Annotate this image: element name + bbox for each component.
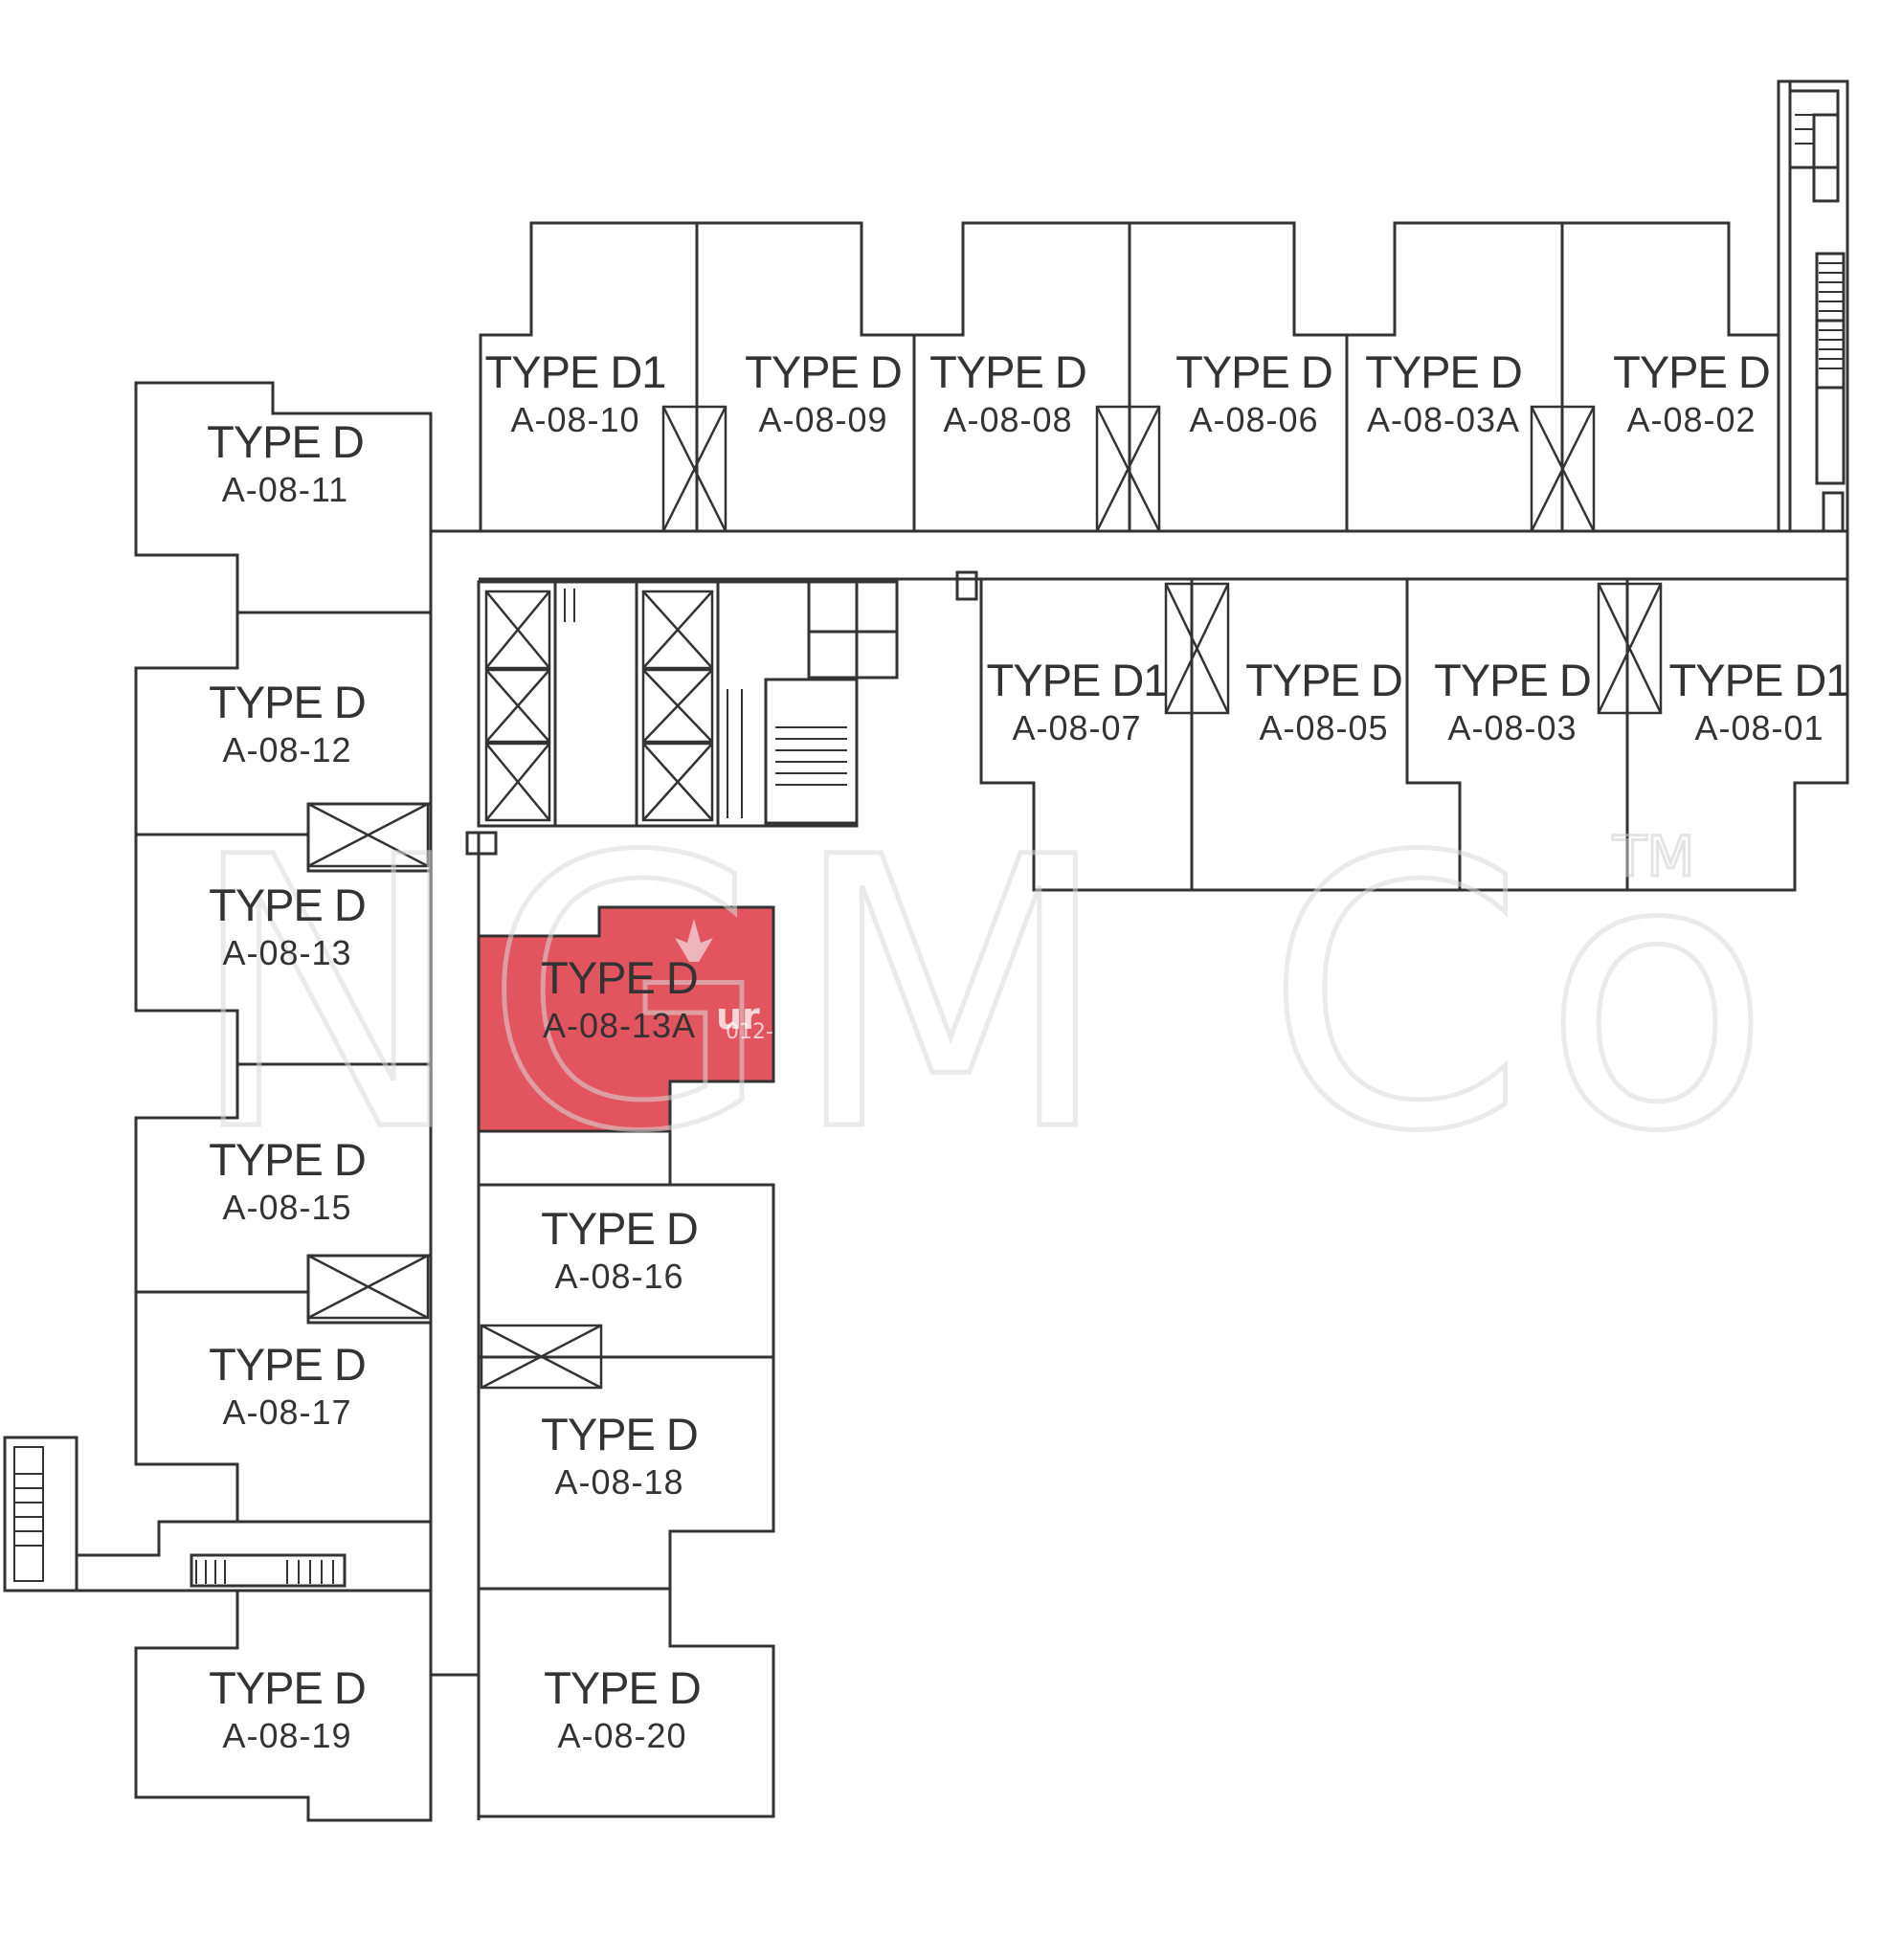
unit-label-a0813: TYPE DA-08-13 [209,880,367,972]
shaft-box [1597,582,1663,715]
unit-type: TYPE D [209,880,366,930]
shaft-box [306,1254,430,1320]
unit-label-a0810: TYPE D1A-08-10 [485,346,667,439]
unit-code: A-08-06 [1189,400,1318,439]
shaft-box [1164,582,1230,715]
watermark: NGM Co TM [185,776,1788,1215]
stair-tower [1777,79,1849,533]
unit-label-a0805: TYPE DA-08-05 [1245,655,1403,747]
unit-type: TYPE D [541,1409,698,1459]
unit-type: TYPE D [541,1203,698,1254]
unit-code: A-08-20 [557,1716,686,1755]
shaft-box [484,590,551,670]
watermark-text: NGM Co [187,778,1788,1213]
shaft-box [1095,405,1161,533]
unit-type: TYPE D1 [987,655,1168,705]
unit-type: TYPE D [209,1662,366,1713]
unit-label-a0815: TYPE DA-08-15 [209,1134,367,1227]
unit-code: A-08-02 [1626,400,1756,439]
unit-code: A-08-16 [554,1257,683,1296]
logo-text: ur [716,995,760,1037]
shaft-box [641,590,714,670]
unit-code: A-08-10 [510,400,639,439]
unit-type: TYPE D [1245,655,1402,705]
shaft-box [484,668,551,744]
unit-label-a0820: TYPE DA-08-20 [544,1662,702,1755]
unit-type: TYPE D [1175,346,1332,397]
unit-outline [1625,577,1849,892]
unit-type: TYPE D [209,1134,366,1185]
unit-type: TYPE D [209,1339,366,1390]
unit-outline [477,1587,775,1818]
unit-type: TYPE D [1613,346,1770,397]
unit-label-a0812: TYPE DA-08-12 [209,677,367,769]
unit-type: TYPE D [544,1662,701,1713]
shaft-box [484,742,551,822]
unit-label-a0806: TYPE DA-08-06 [1175,346,1333,439]
unit-label-a0809: TYPE DA-08-09 [745,346,903,439]
unit-type: TYPE D1 [1669,655,1850,705]
unit-label-a0802: TYPE DA-08-02 [1613,346,1771,439]
unit-code: A-08-08 [943,400,1072,439]
stair-tower [3,1436,78,1592]
unit-code: A-08-18 [554,1462,683,1502]
unit-code: A-08-19 [222,1716,351,1755]
unit-code: A-08-17 [222,1392,351,1432]
highlighted-unit[interactable] [477,905,775,1133]
unit-label-a0817: TYPE DA-08-17 [209,1339,367,1432]
unit-label-a0807: TYPE D1A-08-07 [987,655,1169,747]
unit-code: A-08-12 [222,730,351,769]
unit-code: A-08-07 [1012,708,1141,747]
unit-code: A-08-13A [543,1006,696,1045]
unit-code: A-08-03 [1447,708,1577,747]
unit-type: TYPE D [1365,346,1522,397]
unit-type: TYPE D1 [485,346,666,397]
logo-watermark: ur 012-5 [675,919,787,1044]
unit-type: TYPE D [929,346,1086,397]
unit-code: A-08-03A [1367,400,1520,439]
unit-code: A-08-13 [222,933,351,972]
unit-type: TYPE D [541,952,698,1003]
unit-code: A-08-09 [758,400,887,439]
unit-label-a0803a: TYPE DA-08-03A [1365,346,1523,439]
shaft-box [1530,405,1596,533]
unit-code: A-08-15 [222,1188,351,1227]
shaft-box [661,405,727,533]
unit-label-a0801: TYPE D1A-08-01 [1669,655,1851,747]
watermark-trademark: TM [1612,824,1694,889]
shaft-box [480,1324,603,1390]
unit-label-a0816: TYPE DA-08-16 [541,1203,699,1296]
logo-phone: 012-5 [726,1020,787,1044]
unit-label-a0813a: TYPE DA-08-13A [541,952,699,1045]
unit-type: TYPE D [1434,655,1591,705]
unit-type: TYPE D [209,677,366,727]
shaft-box [306,802,430,868]
unit-label-a0819: TYPE DA-08-19 [209,1662,367,1755]
unit-code: A-08-05 [1259,708,1388,747]
unit-label-a0803: TYPE DA-08-03 [1434,655,1592,747]
shaft-box [641,742,714,822]
unit-label-a0818: TYPE DA-08-18 [541,1409,699,1502]
unit-type: TYPE D [207,416,364,467]
unit-label-a0811: TYPE DA-08-11 [207,416,365,509]
unit-code: A-08-11 [222,470,348,509]
unit-type: TYPE D [745,346,902,397]
unit-label-a0808: TYPE DA-08-08 [929,346,1087,439]
shaft-box [641,668,714,744]
unit-code: A-08-01 [1694,708,1824,747]
